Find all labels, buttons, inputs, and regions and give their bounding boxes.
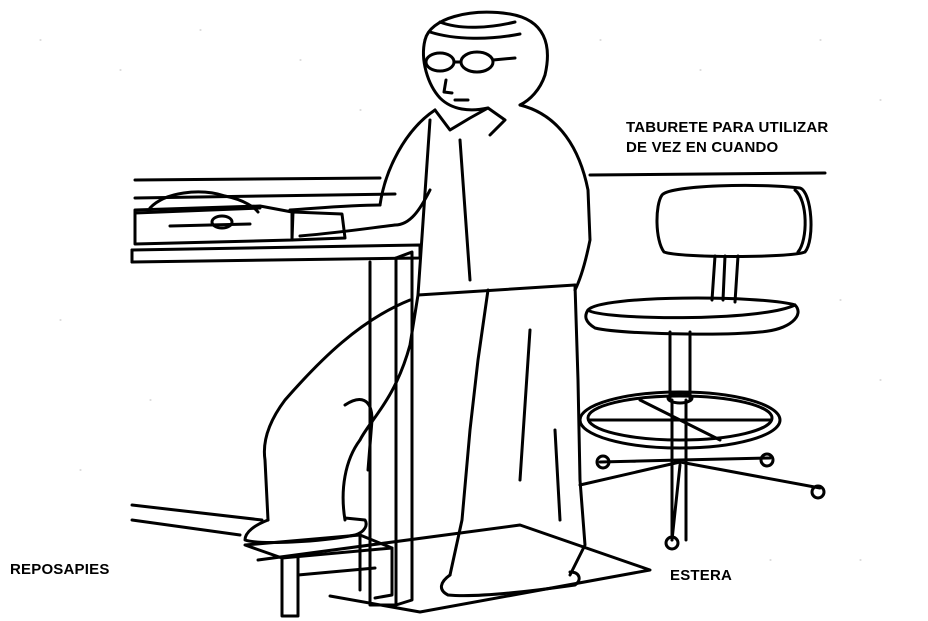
wall-line — [135, 173, 825, 180]
mat-label: ESTERA — [670, 566, 732, 585]
footrest-label: REPOSAPIES — [10, 560, 110, 579]
bench-machine — [135, 192, 292, 244]
person-standing — [245, 12, 590, 595]
stool-label-line-1: TABURETE PARA UTILIZAR — [626, 118, 828, 137]
stool — [580, 185, 824, 549]
stool-label-line-2: DE VEZ EN CUANDO — [626, 138, 778, 157]
